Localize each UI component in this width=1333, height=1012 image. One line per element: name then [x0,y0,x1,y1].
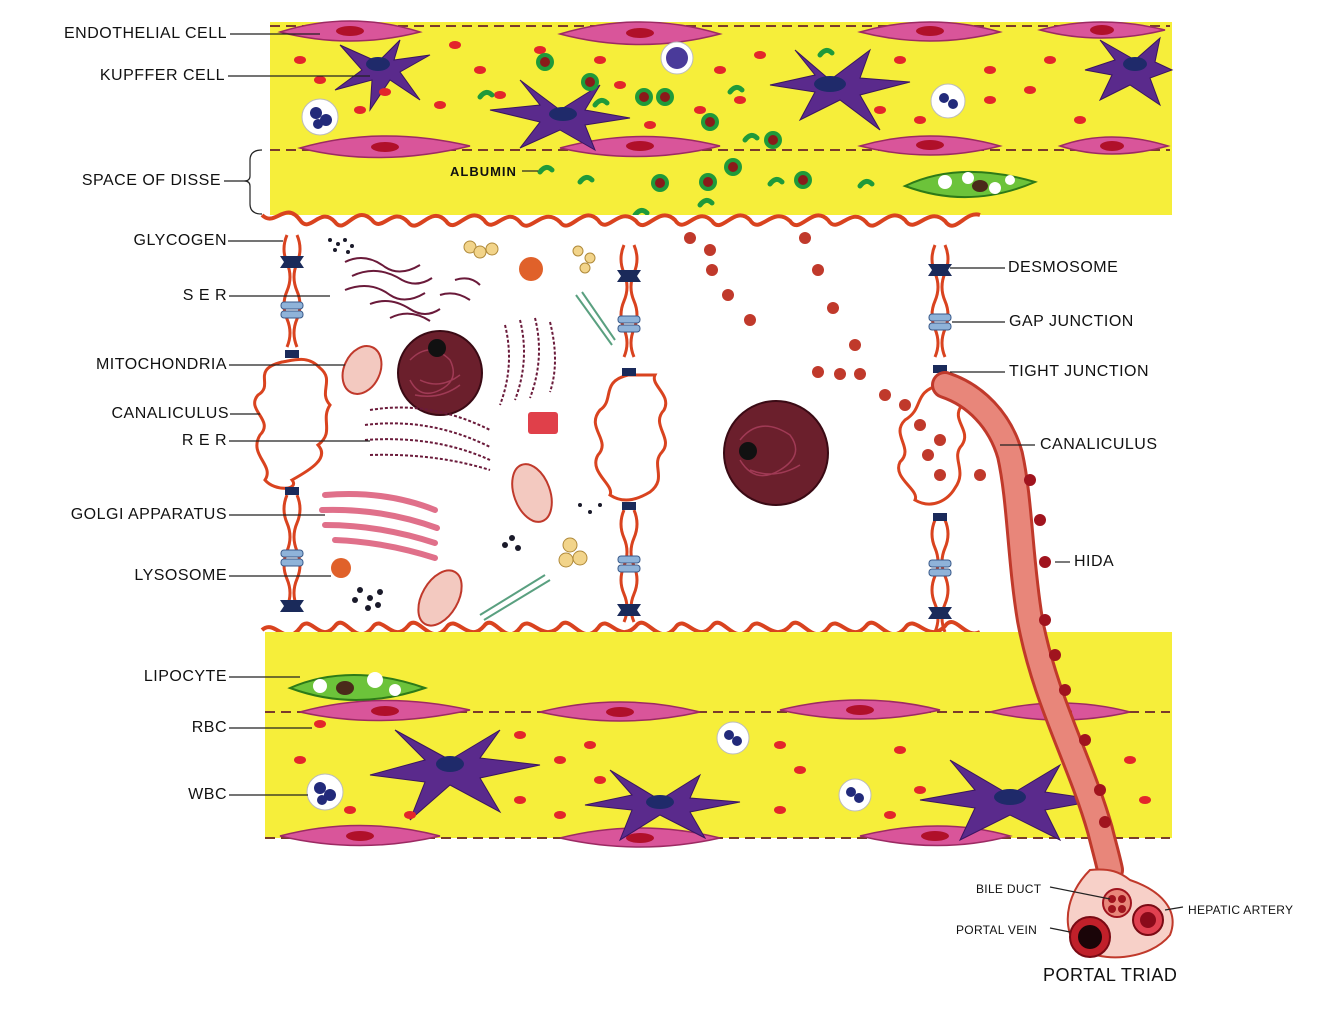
label-lysosome: LYSOSOME [134,567,227,585]
top-sinusoid [270,21,1172,215]
label-kupffer-cell: KUPFFER CELL [100,67,225,85]
label-hepatic-artery: HEPATIC ARTERY [1188,901,1293,919]
label-portal-triad: PORTAL TRIAD [1043,966,1177,984]
label-rer: R E R [182,432,227,450]
lysosome-organelle [331,558,351,578]
label-rbc: RBC [192,719,227,737]
portal-triad [1068,869,1173,957]
label-gap-junction: GAP JUNCTION [1009,313,1134,331]
label-golgi-apparatus: GOLGI APPARATUS [71,506,227,524]
label-portal-vein: PORTAL VEIN [956,921,1037,939]
nucleus-right [724,401,828,505]
label-hida: HIDA [1074,553,1114,571]
label-wbc: WBC [188,786,227,804]
label-desmosome: DESMOSOME [1008,259,1118,277]
label-lipocyte: LIPOCYTE [144,668,227,686]
label-ser: S E R [183,287,227,305]
hepatocyte-region [255,213,1011,636]
label-canaliculus-left: CANALICULUS [111,405,229,423]
label-bile-duct: BILE DUCT [976,880,1041,898]
label-space-of-disse: SPACE OF DISSE [82,172,221,190]
label-albumin: ALBUMIN [450,163,517,181]
label-glycogen: GLYCOGEN [134,232,228,250]
label-canaliculus-right: CANALICULUS [1040,436,1158,454]
label-endothelial-cell: ENDOTHELIAL CELL [64,25,227,43]
label-mitochondria: MITOCHONDRIA [96,356,227,374]
nucleus-left [398,331,482,415]
label-tight-junction: TIGHT JUNCTION [1009,363,1149,381]
